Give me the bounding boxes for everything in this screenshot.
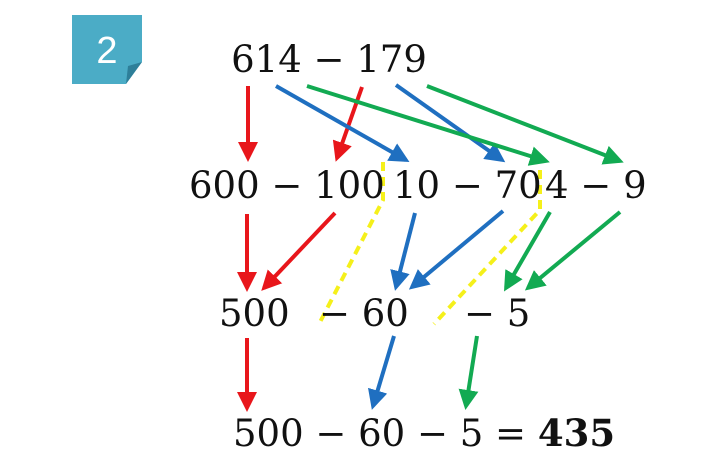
- arrow-blue-1: [275, 84, 410, 162]
- problem-expression: 614 − 179: [231, 38, 427, 81]
- split-tens: 10 − 70: [393, 164, 542, 207]
- tens-arrows: [275, 83, 506, 410]
- final-answer: 435: [538, 411, 615, 455]
- badge-number: 2: [96, 30, 117, 72]
- arrow-red-2: [332, 86, 364, 162]
- diff-tens: − 60: [319, 292, 409, 335]
- ones-arrows: [306, 84, 624, 410]
- arrow-green-3: [503, 210, 552, 292]
- arrow-blue-4: [408, 209, 505, 290]
- badge-note-shape: [72, 15, 142, 84]
- badge-curl: [126, 62, 142, 84]
- step-badge: 2: [72, 15, 142, 84]
- separator-line-2: [432, 170, 542, 326]
- arrow-blue-5: [368, 335, 396, 410]
- final-line: 500 − 60 − 5 = 435: [233, 411, 615, 455]
- split-ones: 4 − 9: [545, 164, 647, 207]
- arrow-blue-2: [394, 83, 506, 163]
- arrow-green-4: [524, 210, 622, 291]
- hundreds-arrows: [237, 86, 364, 412]
- arrow-red-4: [261, 211, 337, 291]
- separator-line-1: [316, 162, 385, 327]
- final-expression: 500 − 60 − 5 =: [233, 412, 538, 455]
- arrow-blue-3: [390, 212, 417, 291]
- arrow-green-1: [306, 84, 550, 166]
- arrow-green-2: [426, 84, 624, 165]
- arrow-green-5: [458, 335, 479, 410]
- diff-ones: − 5: [464, 292, 530, 335]
- diff-hundreds: 500: [219, 292, 290, 335]
- split-hundreds: 600 − 100: [189, 164, 385, 207]
